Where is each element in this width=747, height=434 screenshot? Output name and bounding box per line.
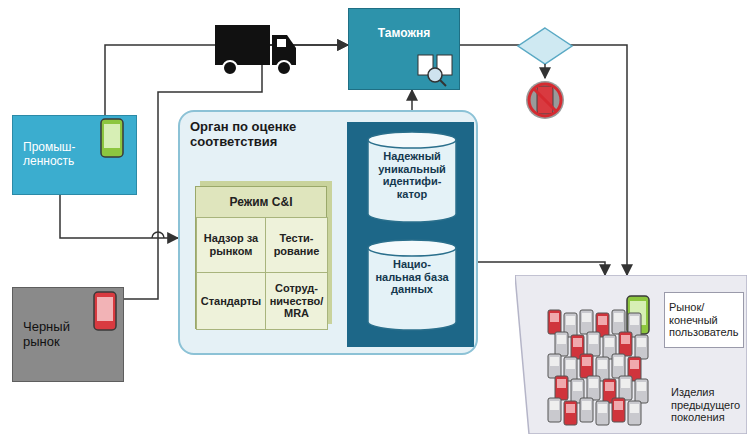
node-label: Нацио- нальная база данных bbox=[371, 258, 453, 296]
database-cylinder: Надежный уникальный идентифи- катор bbox=[366, 130, 458, 224]
industry-box: Промыш- ленность bbox=[12, 115, 137, 195]
node-label: Надзор за рынком bbox=[200, 232, 262, 257]
market-box: Рынок/ конечный пользователь bbox=[664, 292, 744, 348]
decision-diamond bbox=[518, 28, 572, 64]
truck bbox=[215, 25, 296, 75]
node-label: Промыш- ленность bbox=[23, 141, 98, 169]
node-label: Стандарты bbox=[201, 295, 262, 308]
node-label: Орган по оценке соответствия bbox=[190, 120, 340, 150]
connector bbox=[460, 45, 627, 275]
authority-box: Орган по оценке соответствияРежим C&I Над… bbox=[178, 110, 478, 355]
node-label: Надежный уникальный идентифи- катор bbox=[371, 150, 453, 201]
black-market-box: Черный рынок bbox=[12, 287, 124, 382]
jump-arc bbox=[152, 232, 164, 238]
node-label: Тести- рование bbox=[269, 232, 324, 257]
phone-pile bbox=[548, 310, 648, 425]
node-label: Изделия предыдущего поколения bbox=[671, 386, 743, 424]
regime-cube: Режим C&I Надзор за рынком Тести- рованиеС… bbox=[195, 186, 327, 329]
node-label: Сотруд- ничество/ MRA bbox=[269, 282, 324, 320]
phone-green bbox=[627, 296, 649, 334]
node-label: Рынок/ конечный пользователь bbox=[669, 301, 739, 339]
customs-box: Таможня bbox=[348, 8, 460, 90]
market-region: Изделия предыдущего поколения Рынок/ коне… bbox=[515, 275, 747, 434]
cube-cell: Сотруд- ничество/ MRA bbox=[265, 272, 328, 330]
phone-green bbox=[101, 119, 123, 157]
phone-red bbox=[94, 292, 116, 330]
node-label: Режим C&I bbox=[196, 187, 326, 218]
blocked-phone bbox=[526, 81, 564, 119]
node-label: Черный рынок bbox=[23, 320, 91, 350]
connector bbox=[60, 195, 178, 238]
database-cylinder: Нацио- нальная база данных bbox=[366, 238, 458, 332]
connector bbox=[458, 262, 605, 275]
cube-cell: Стандарты bbox=[196, 272, 266, 330]
cube-cell: Надзор за рынком bbox=[196, 217, 266, 273]
reject-line bbox=[544, 64, 546, 78]
node-label: Таможня bbox=[378, 27, 430, 41]
cube-cell: Тести- рование bbox=[265, 217, 328, 273]
scanner-icon bbox=[418, 55, 452, 86]
